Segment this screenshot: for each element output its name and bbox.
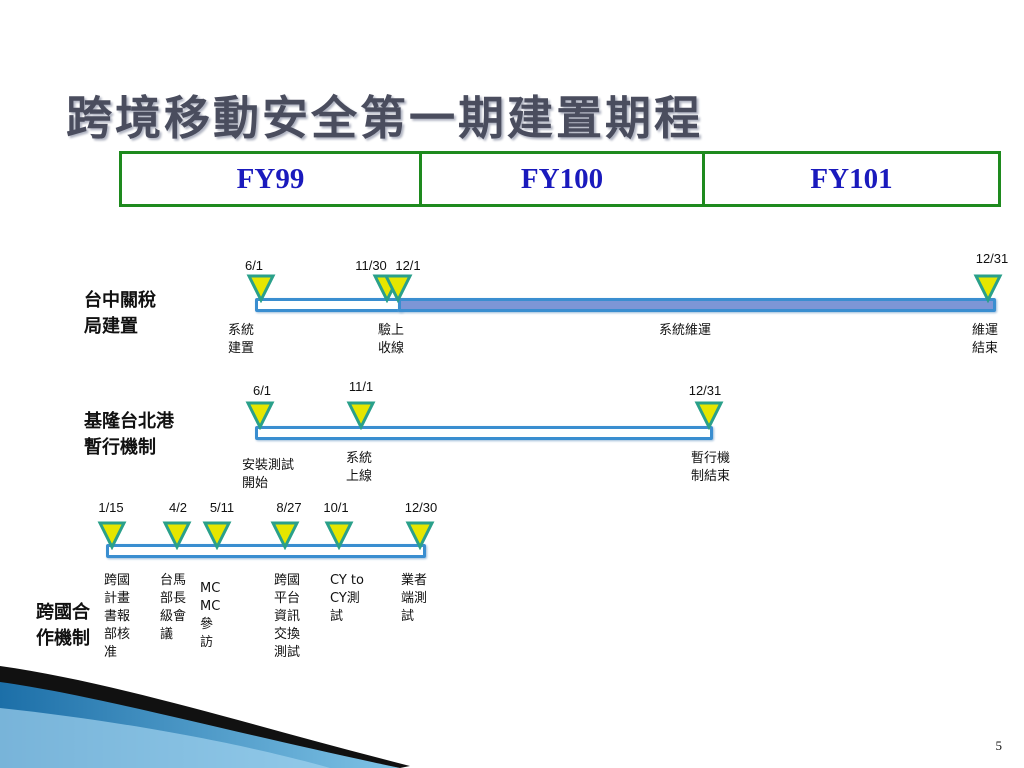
milestone-marker-icon [324,521,354,550]
row-label-line: 作機制 [36,628,90,649]
row-label-line: 台中關稅 [84,290,156,311]
page-title: 跨境移動安全第一期建置期程 [66,91,703,145]
timeline-bar [255,426,713,440]
row-label-cross-border: 跨國合 作機制 [36,600,90,652]
milestone-note: 暫行機 制結束 [691,451,731,484]
milestone-marker-icon [383,274,413,303]
milestone-date: 12/1 [395,258,421,273]
milestone-marker-icon [405,521,435,550]
milestone-date: 6/1 [252,383,272,398]
milestone-marker-icon [97,521,127,550]
milestone-marker-icon [694,401,724,430]
milestone-date: 4/2 [168,500,188,515]
milestone-note: 系統維運 [659,323,712,338]
milestone-note: MC MC 參 訪 [200,581,221,650]
row-label-line: 局建置 [84,316,138,337]
milestone-note: 跨國 計畫 書報 部核 准 [104,573,131,660]
milestone-marker-icon [270,521,300,550]
milestone-marker-icon [346,401,376,430]
milestone-date: 11/30 [355,258,387,273]
row-label-keelung-taipei: 基隆台北港 暫行機制 [84,409,174,461]
milestone-note: 台馬 部長 級會 議 [160,573,187,642]
milestone-date: 1/15 [98,500,124,515]
milestone-note: 維運 結束 [972,323,999,356]
timeline-bar-maintenance [398,298,996,312]
milestone-marker-icon [246,274,276,303]
milestone-date: 12/31 [975,251,1009,266]
milestone-note: 跨國 平台 資訊 交換 測試 [274,573,301,660]
fiscal-year-table: FY99 FY100 FY101 [119,151,1001,207]
milestone-date: 6/1 [244,258,264,273]
milestone-note: 安裝測試 開始 [242,458,295,491]
decorative-swoosh [0,666,410,768]
milestone-note: 系統 上線 [346,451,373,484]
milestone-note: 系統 建置 [228,323,255,356]
milestone-marker-icon [162,521,192,550]
milestone-note: 業者 端測 試 [401,573,428,624]
milestone-date: 12/31 [688,383,722,398]
fy-cell: FY99 [236,162,305,195]
milestone-date: 10/1 [323,500,349,515]
row-label-line: 暫行機制 [84,437,156,458]
milestone-date: 12/30 [404,500,438,515]
fy-cell: FY101 [702,154,998,204]
milestone-date: 11/1 [348,379,374,394]
fy-cell: FY100 [419,154,702,204]
milestone-note: CY to CY測 試 [330,573,364,624]
milestone-marker-icon [245,401,275,430]
milestone-marker-icon [973,274,1003,303]
milestone-note: 驗上 收線 [378,323,405,356]
milestone-marker-icon [202,521,232,550]
page-number: 5 [995,738,1003,753]
milestone-date: 8/27 [276,500,302,515]
milestone-date: 5/11 [209,500,235,515]
row-label-line: 基隆台北港 [84,411,174,432]
timeline-bar [106,544,426,558]
row-label-line: 跨國合 [36,602,90,623]
row-label-taichung: 台中關稅 局建置 [84,288,156,340]
